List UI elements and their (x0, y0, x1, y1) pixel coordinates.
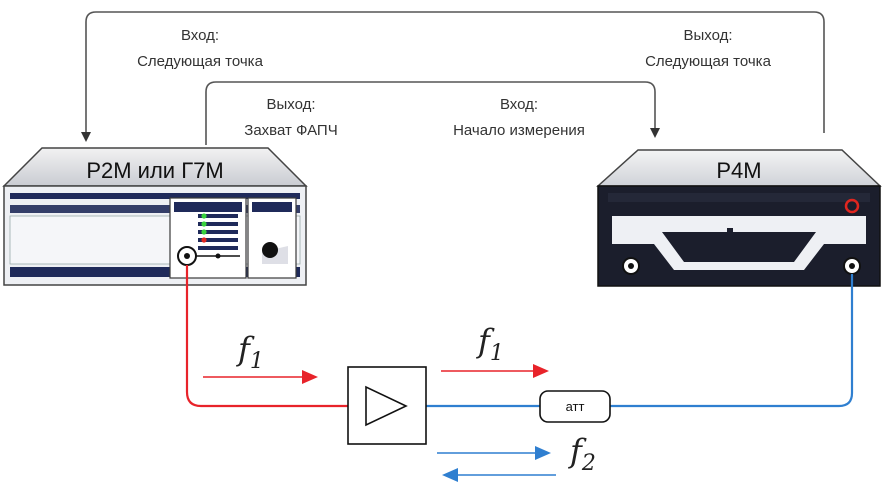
amplifier (347, 366, 427, 445)
left-device-title: Р2М или Г7М (86, 158, 223, 183)
f2-reverse-arrow (442, 468, 556, 482)
led-green-1-icon (201, 213, 207, 219)
pll-output-label-line2: Захват ФАПЧ (244, 122, 337, 139)
inner-control-line (205, 81, 660, 145)
measure-input-label-line1: Вход: (500, 96, 538, 113)
right-red-indicator-icon (844, 198, 860, 214)
right-device: Р4М (596, 149, 882, 287)
f1-output-arrow (441, 364, 549, 378)
f2-label: f2 (568, 432, 596, 476)
right-output-label-line1: Выход: (683, 27, 732, 44)
measure-input-label-line2: Начало измерения (453, 122, 585, 139)
red-rf-cable (185, 265, 348, 408)
left-device: Р2М или Г7М (2, 147, 308, 286)
attenuator: атт (539, 390, 611, 423)
f2-forward-arrow (437, 446, 551, 460)
right-output-label-line2: Следующая точка (645, 53, 771, 70)
outer-control-line (81, 11, 825, 142)
led-red-icon (201, 237, 207, 243)
f1-input-arrow (203, 370, 318, 384)
led-green-2-icon (201, 221, 207, 227)
f1-output-label: f1 (476, 322, 504, 366)
left-input-label-line1: Вход: (181, 27, 219, 44)
left-power-knob-icon (262, 242, 278, 258)
right-device-title: Р4М (716, 158, 761, 183)
led-green-3-icon (201, 229, 207, 235)
left-input-label-line2: Следующая точка (137, 53, 263, 70)
blue-rf-cable-to-receiver (610, 274, 854, 408)
pll-output-label-line1: Выход: (266, 96, 315, 113)
amplifier-triangle-icon (365, 385, 408, 427)
attenuator-label: атт (566, 399, 585, 414)
f1-input-label: f1 (236, 330, 264, 374)
